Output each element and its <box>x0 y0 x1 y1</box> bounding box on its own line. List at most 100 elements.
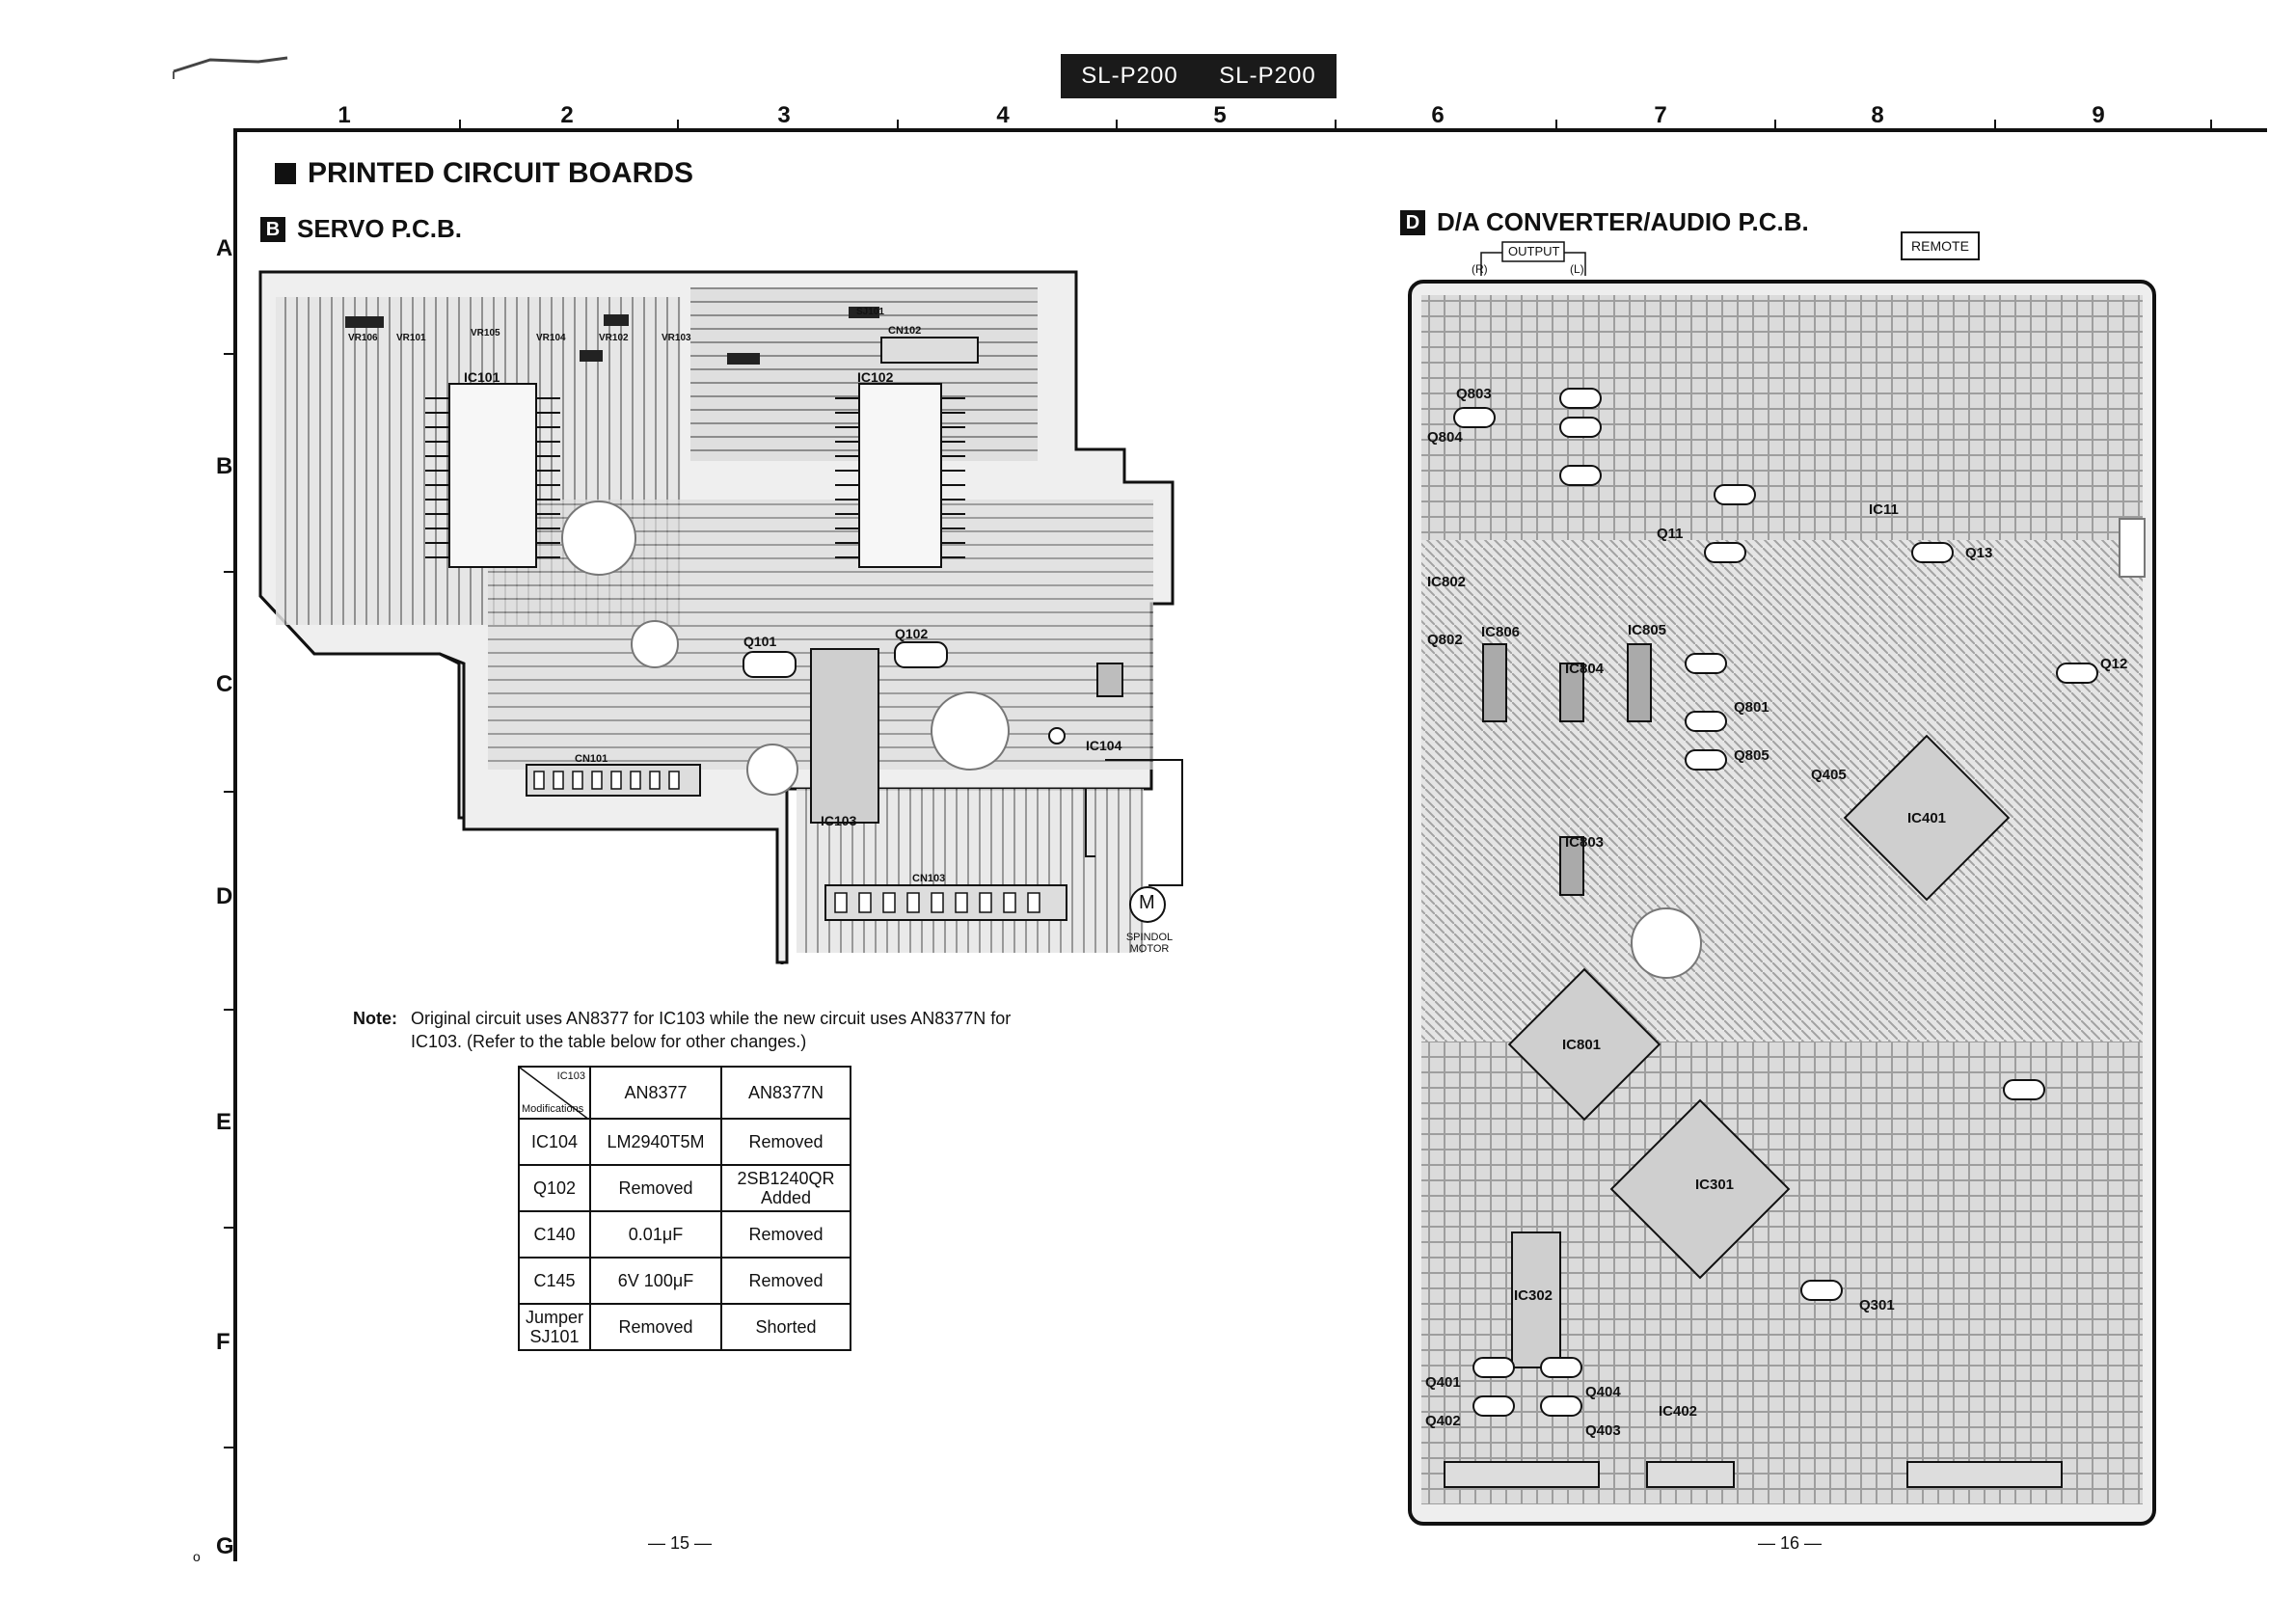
table-cell-an8377n: 2SB1240QR Added <box>720 1164 851 1212</box>
table-col-header-2: AN8377N <box>720 1066 851 1120</box>
table-corner-cell: IC103 Modifications <box>518 1066 591 1120</box>
da-label-q301: Q301 <box>1859 1297 1895 1313</box>
model-label-right: SL-P200 <box>1219 63 1316 89</box>
grid-column-tick <box>1555 120 1557 130</box>
da-label-q802: Q802 <box>1427 632 1463 648</box>
svg-text:VR105: VR105 <box>471 328 500 338</box>
grid-row-label: F <box>216 1329 230 1355</box>
svg-text:SJ101: SJ101 <box>856 307 884 317</box>
grid-row-tick <box>224 353 235 355</box>
grid-column-tick <box>459 120 461 130</box>
scan-smudge <box>173 56 288 79</box>
grid-row-label: D <box>216 883 233 909</box>
da-label-q11: Q11 <box>1657 526 1684 542</box>
da-pcb-drawing: IC301 IC302 IC401 IC801 IC802 IC803 IC80… <box>1408 280 2156 1526</box>
servo-label-cn101: CN101 <box>575 753 608 765</box>
grid-row-tick <box>224 1009 235 1011</box>
grid-row-label: C <box>216 671 233 697</box>
table-col-header-1: AN8377 <box>589 1066 722 1120</box>
servo-pcb-drawing: IC101 IC102 IC103 IC104 Q101 Q102 CN101 … <box>258 270 1183 964</box>
page-title-text: PRINTED CIRCUIT BOARDS <box>308 157 694 189</box>
note-text: Original circuit uses AN8377 for IC103 w… <box>411 1007 1105 1053</box>
motor-icon <box>1129 886 1166 923</box>
svg-text:VR106: VR106 <box>348 333 378 343</box>
servo-label-ic101: IC101 <box>464 369 500 385</box>
corner-top-label: IC103 <box>556 1070 585 1082</box>
grid-column-tick <box>2210 120 2212 130</box>
title-square-icon <box>275 163 296 184</box>
da-label-ic402: IC402 <box>1659 1403 1697 1420</box>
page-number-left: — 15 — <box>648 1533 713 1553</box>
grid-row-tick <box>224 791 235 793</box>
modification-table: IC103 Modifications AN8377 AN8377N IC104… <box>518 1066 851 1351</box>
da-label-q404: Q404 <box>1585 1384 1621 1400</box>
table-cell-item: IC104 <box>518 1118 591 1166</box>
servo-label-cn103: CN103 <box>912 873 945 884</box>
servo-letter-badge: B <box>260 216 285 242</box>
grid-top-rule <box>233 128 2267 132</box>
grid-column-label: 2 <box>560 102 574 128</box>
da-heading: D D/A CONVERTER/AUDIO P.C.B. <box>1400 207 1809 237</box>
page-title: PRINTED CIRCUIT BOARDS <box>275 157 693 190</box>
table-cell-item: C140 <box>518 1210 591 1259</box>
grid-left-rule <box>233 128 237 1561</box>
da-label-q401: Q401 <box>1425 1374 1461 1391</box>
grid-column-tick <box>1335 120 1337 130</box>
model-label-left: SL-P200 <box>1081 63 1178 89</box>
grid-row-tick <box>224 1227 235 1229</box>
servo-heading-text: SERVO P.C.B. <box>297 214 462 243</box>
table-cell-an8377: Removed <box>589 1303 722 1351</box>
note-label: Note: <box>353 1009 397 1028</box>
grid-column-tick <box>1116 120 1118 130</box>
da-label-q804: Q804 <box>1427 429 1463 446</box>
grid-row-tick <box>224 1447 235 1448</box>
grid-column-label: 9 <box>2092 102 2105 128</box>
svg-text:VR104: VR104 <box>536 333 566 343</box>
grid-row-tick <box>224 571 235 573</box>
da-label-q803: Q803 <box>1456 386 1492 402</box>
table-cell-item: Q102 <box>518 1164 591 1212</box>
table-cell-an8377n: Shorted <box>720 1303 851 1351</box>
table-cell-an8377: LM2940T5M <box>589 1118 722 1166</box>
da-label-ic11: IC11 <box>1869 501 1899 518</box>
grid-column-tick <box>677 120 679 130</box>
grid-column-tick <box>1994 120 1996 130</box>
da-label-q801: Q801 <box>1734 699 1769 716</box>
table-cell-item: C145 <box>518 1257 591 1305</box>
grid-column-label: 1 <box>338 102 351 128</box>
grid-row-label: B <box>216 453 233 479</box>
page-number-right: — 16 — <box>1758 1533 1823 1553</box>
motor-symbol: M <box>1139 892 1155 913</box>
svg-text:VR103: VR103 <box>662 333 691 343</box>
table-cell-an8377n: Removed <box>720 1257 851 1305</box>
servo-pcb: IC101 IC102 IC103 IC104 Q101 Q102 CN101 … <box>257 268 1211 972</box>
note-line-2: IC103. (Refer to the table below for oth… <box>411 1032 807 1051</box>
servo-label-cn102: CN102 <box>888 325 921 337</box>
table-header-row: IC103 Modifications AN8377 AN8377N <box>518 1066 851 1120</box>
servo-label-q102: Q102 <box>895 626 928 641</box>
note-block: Note: Original circuit uses AN8377 for I… <box>353 1007 1105 1051</box>
motor-caption: SPINDOL MOTOR <box>1121 932 1178 955</box>
da-letter-badge: D <box>1400 209 1425 235</box>
da-label-ic802: IC802 <box>1427 574 1466 590</box>
da-label-ic804: IC804 <box>1565 661 1605 677</box>
grid-column-tick <box>1774 120 1776 130</box>
da-label-q13: Q13 <box>1965 545 1992 561</box>
svg-text:VR101: VR101 <box>396 333 426 343</box>
table-cell-an8377: 6V 100μF <box>589 1257 722 1305</box>
motor-caption-line-1: SPINDOL <box>1125 932 1174 943</box>
servo-label-ic102: IC102 <box>857 369 894 385</box>
da-label-ic301: IC301 <box>1695 1177 1734 1193</box>
grid-row-label: G <box>216 1533 234 1559</box>
grid-column-tick <box>897 120 899 130</box>
servo-heading: B SERVO P.C.B. <box>260 214 462 244</box>
corner-bottom-label: Modifications <box>522 1103 584 1115</box>
da-label-q805: Q805 <box>1734 747 1769 764</box>
note-line-1: Original circuit uses AN8377 for IC103 w… <box>411 1009 1012 1028</box>
model-header: SL-P200 SL-P200 <box>1061 54 1337 98</box>
grid-row-label: E <box>216 1109 232 1135</box>
output-label: OUTPUT <box>1508 244 1560 258</box>
